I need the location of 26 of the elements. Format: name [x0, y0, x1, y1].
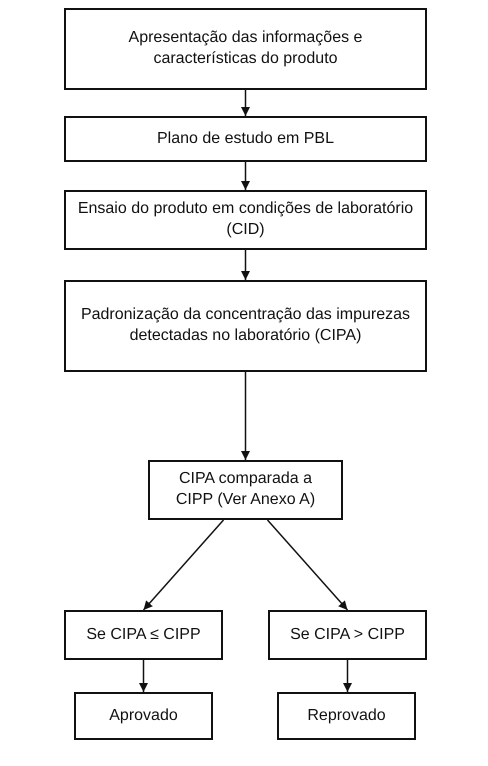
- arrow: [241, 90, 250, 116]
- arrow: [266, 520, 348, 610]
- box-text: Padronização da concentração das impurezas detectadas no laboratório (CIPA): [80, 305, 412, 346]
- box-text: Plano de estudo em PBL: [156, 128, 334, 149]
- arrow: [241, 162, 250, 190]
- process-box: [74, 692, 213, 740]
- arrow: [241, 250, 250, 280]
- process-box: [277, 692, 416, 740]
- box-text: Ensaio do produto em condições de laboratório (CID): [76, 199, 414, 240]
- process-box: [64, 116, 427, 162]
- arrow: [343, 660, 352, 692]
- box-text: Se CIPA > CIPP: [290, 624, 405, 645]
- box-text: Apresentação das informações e características do produto: [128, 28, 364, 69]
- process-box: [268, 610, 427, 660]
- box-text: Se CIPA ≤ CIPP: [86, 624, 201, 645]
- process-box: [64, 610, 223, 660]
- box-text: Aprovado: [109, 706, 178, 726]
- process-box: [64, 8, 427, 90]
- process-box: [64, 190, 427, 250]
- box-text: CIPA comparada a CIPP (Ver Anexo A): [174, 469, 316, 510]
- process-box: [64, 280, 427, 372]
- arrow: [139, 660, 148, 692]
- process-box: [148, 460, 343, 520]
- arrow: [241, 372, 250, 460]
- arrow: [142, 520, 224, 610]
- box-text: Reprovado: [307, 706, 386, 726]
